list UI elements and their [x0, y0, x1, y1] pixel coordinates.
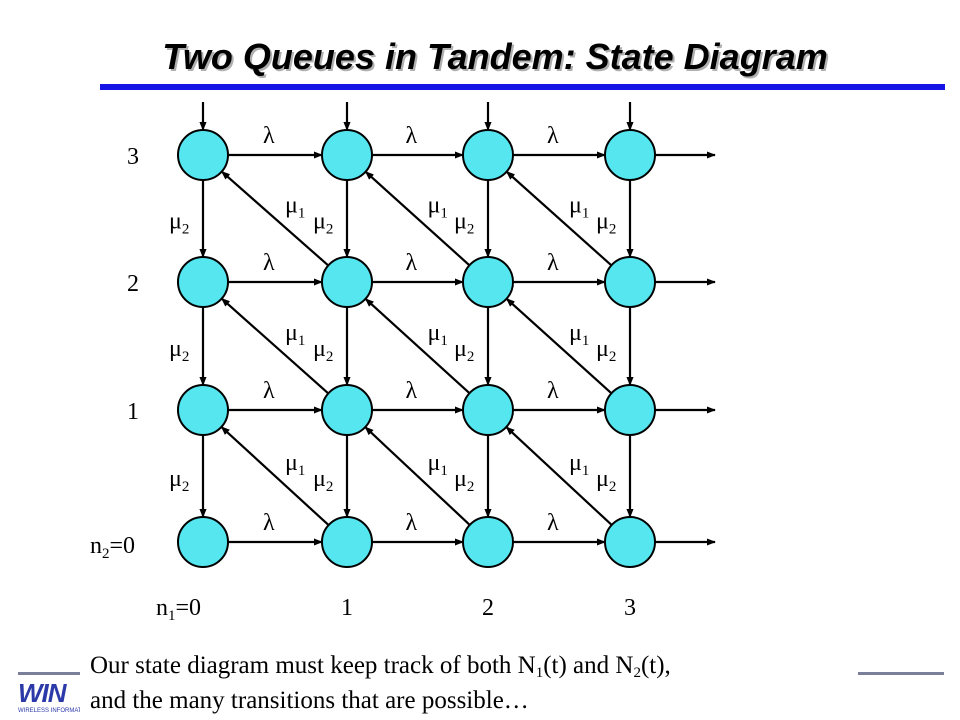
n1-axis-label: n1=0: [156, 595, 201, 624]
caption: Our state diagram must keep track of bot…: [90, 648, 850, 718]
state-node: [604, 384, 656, 436]
state-node: [177, 516, 229, 568]
service1-arrow: [220, 426, 330, 526]
service1-arrow: [364, 426, 471, 526]
lambda-label: λ: [263, 250, 275, 276]
caption-sub-1: 1: [535, 665, 544, 681]
state-node: [321, 384, 373, 436]
caption-line1-a: Our state diagram must keep track of bot…: [90, 652, 536, 679]
state-node: [462, 516, 514, 568]
n1-tick-label: 3: [624, 595, 636, 621]
lambda-label: λ: [406, 123, 418, 149]
state-nodes: [177, 129, 656, 568]
mu1-label: μ1: [428, 320, 448, 349]
state-node: [321, 256, 373, 308]
state-node: [604, 256, 656, 308]
n2-tick-label: 1: [127, 399, 139, 425]
state-node: [604, 129, 656, 181]
n2-tick-label: 3: [127, 144, 139, 170]
state-node: [462, 384, 514, 436]
slide-title: Two Queues in Tandem: State Diagram: [162, 36, 828, 77]
lambda-label: λ: [547, 510, 559, 536]
transition-arrows: [199, 102, 716, 546]
mu1-label: μ1: [569, 193, 589, 222]
mu2-label: μ2: [596, 466, 616, 495]
lambda-label: λ: [263, 378, 275, 404]
mu1-label: μ1: [428, 193, 448, 222]
title-underline: [100, 84, 945, 90]
mu2-label: μ2: [454, 336, 474, 365]
state-node: [462, 129, 514, 181]
lambda-label: λ: [406, 250, 418, 276]
mu2-label: μ2: [454, 466, 474, 495]
mu2-label: μ2: [169, 209, 189, 238]
mu1-label: μ1: [285, 450, 305, 479]
state-node: [462, 256, 514, 308]
mu1-label: μ1: [285, 320, 305, 349]
caption-line2: and the many transitions that are possib…: [90, 687, 529, 714]
lambda-label: λ: [263, 510, 275, 536]
n1-tick-label: 1: [341, 595, 353, 621]
state-node: [604, 516, 656, 568]
n1-tick-label: 2: [482, 595, 494, 621]
service1-arrow: [505, 170, 613, 267]
mu2-label: μ2: [313, 209, 333, 238]
mu2-label: μ2: [454, 209, 474, 238]
mu1-label: μ1: [569, 450, 589, 479]
mu1-label: μ1: [428, 450, 448, 479]
caption-sub-2: 2: [633, 665, 641, 681]
mu1-label: μ1: [285, 193, 305, 222]
service1-arrow: [505, 426, 613, 526]
footer-rule-left: [18, 672, 80, 675]
axis-labels: 1 2 3 n2=0 n1=0 1 2 3: [90, 144, 636, 624]
state-node: [177, 129, 229, 181]
state-node: [321, 516, 373, 568]
mu2-label: μ2: [313, 466, 333, 495]
mu1-label: μ1: [569, 320, 589, 349]
n2-axis-label: n2=0: [90, 533, 135, 562]
state-node: [177, 384, 229, 436]
state-node: [321, 129, 373, 181]
service1-arrow: [364, 170, 471, 267]
lambda-label: λ: [547, 250, 559, 276]
logo-text: WIN: [18, 680, 67, 708]
footer-rule-right: [858, 672, 944, 675]
lambda-label: λ: [547, 123, 559, 149]
mu2-label: μ2: [596, 209, 616, 238]
caption-line1-b: (t) and N: [543, 652, 634, 679]
caption-line1-c: (t),: [640, 652, 671, 679]
service1-arrow: [364, 297, 471, 395]
mu2-label: μ2: [596, 336, 616, 365]
lambda-label: λ: [263, 123, 275, 149]
mu2-label: μ2: [169, 466, 189, 495]
logo-subtext: WIRELESS INFORMATION NETWORK: [18, 708, 80, 714]
service1-arrow: [221, 170, 329, 267]
mu2-label: μ2: [313, 336, 333, 365]
service1-arrow: [220, 297, 330, 395]
lambda-label: λ: [406, 378, 418, 404]
service1-arrow: [505, 297, 613, 395]
state-node: [177, 256, 229, 308]
mu2-label: μ2: [169, 336, 189, 365]
lambda-label: λ: [406, 510, 418, 536]
win-logo: WIN WIRELESS INFORMATION NETWORK: [18, 680, 80, 720]
n2-tick-label: 2: [127, 271, 139, 297]
lambda-label: λ: [547, 378, 559, 404]
